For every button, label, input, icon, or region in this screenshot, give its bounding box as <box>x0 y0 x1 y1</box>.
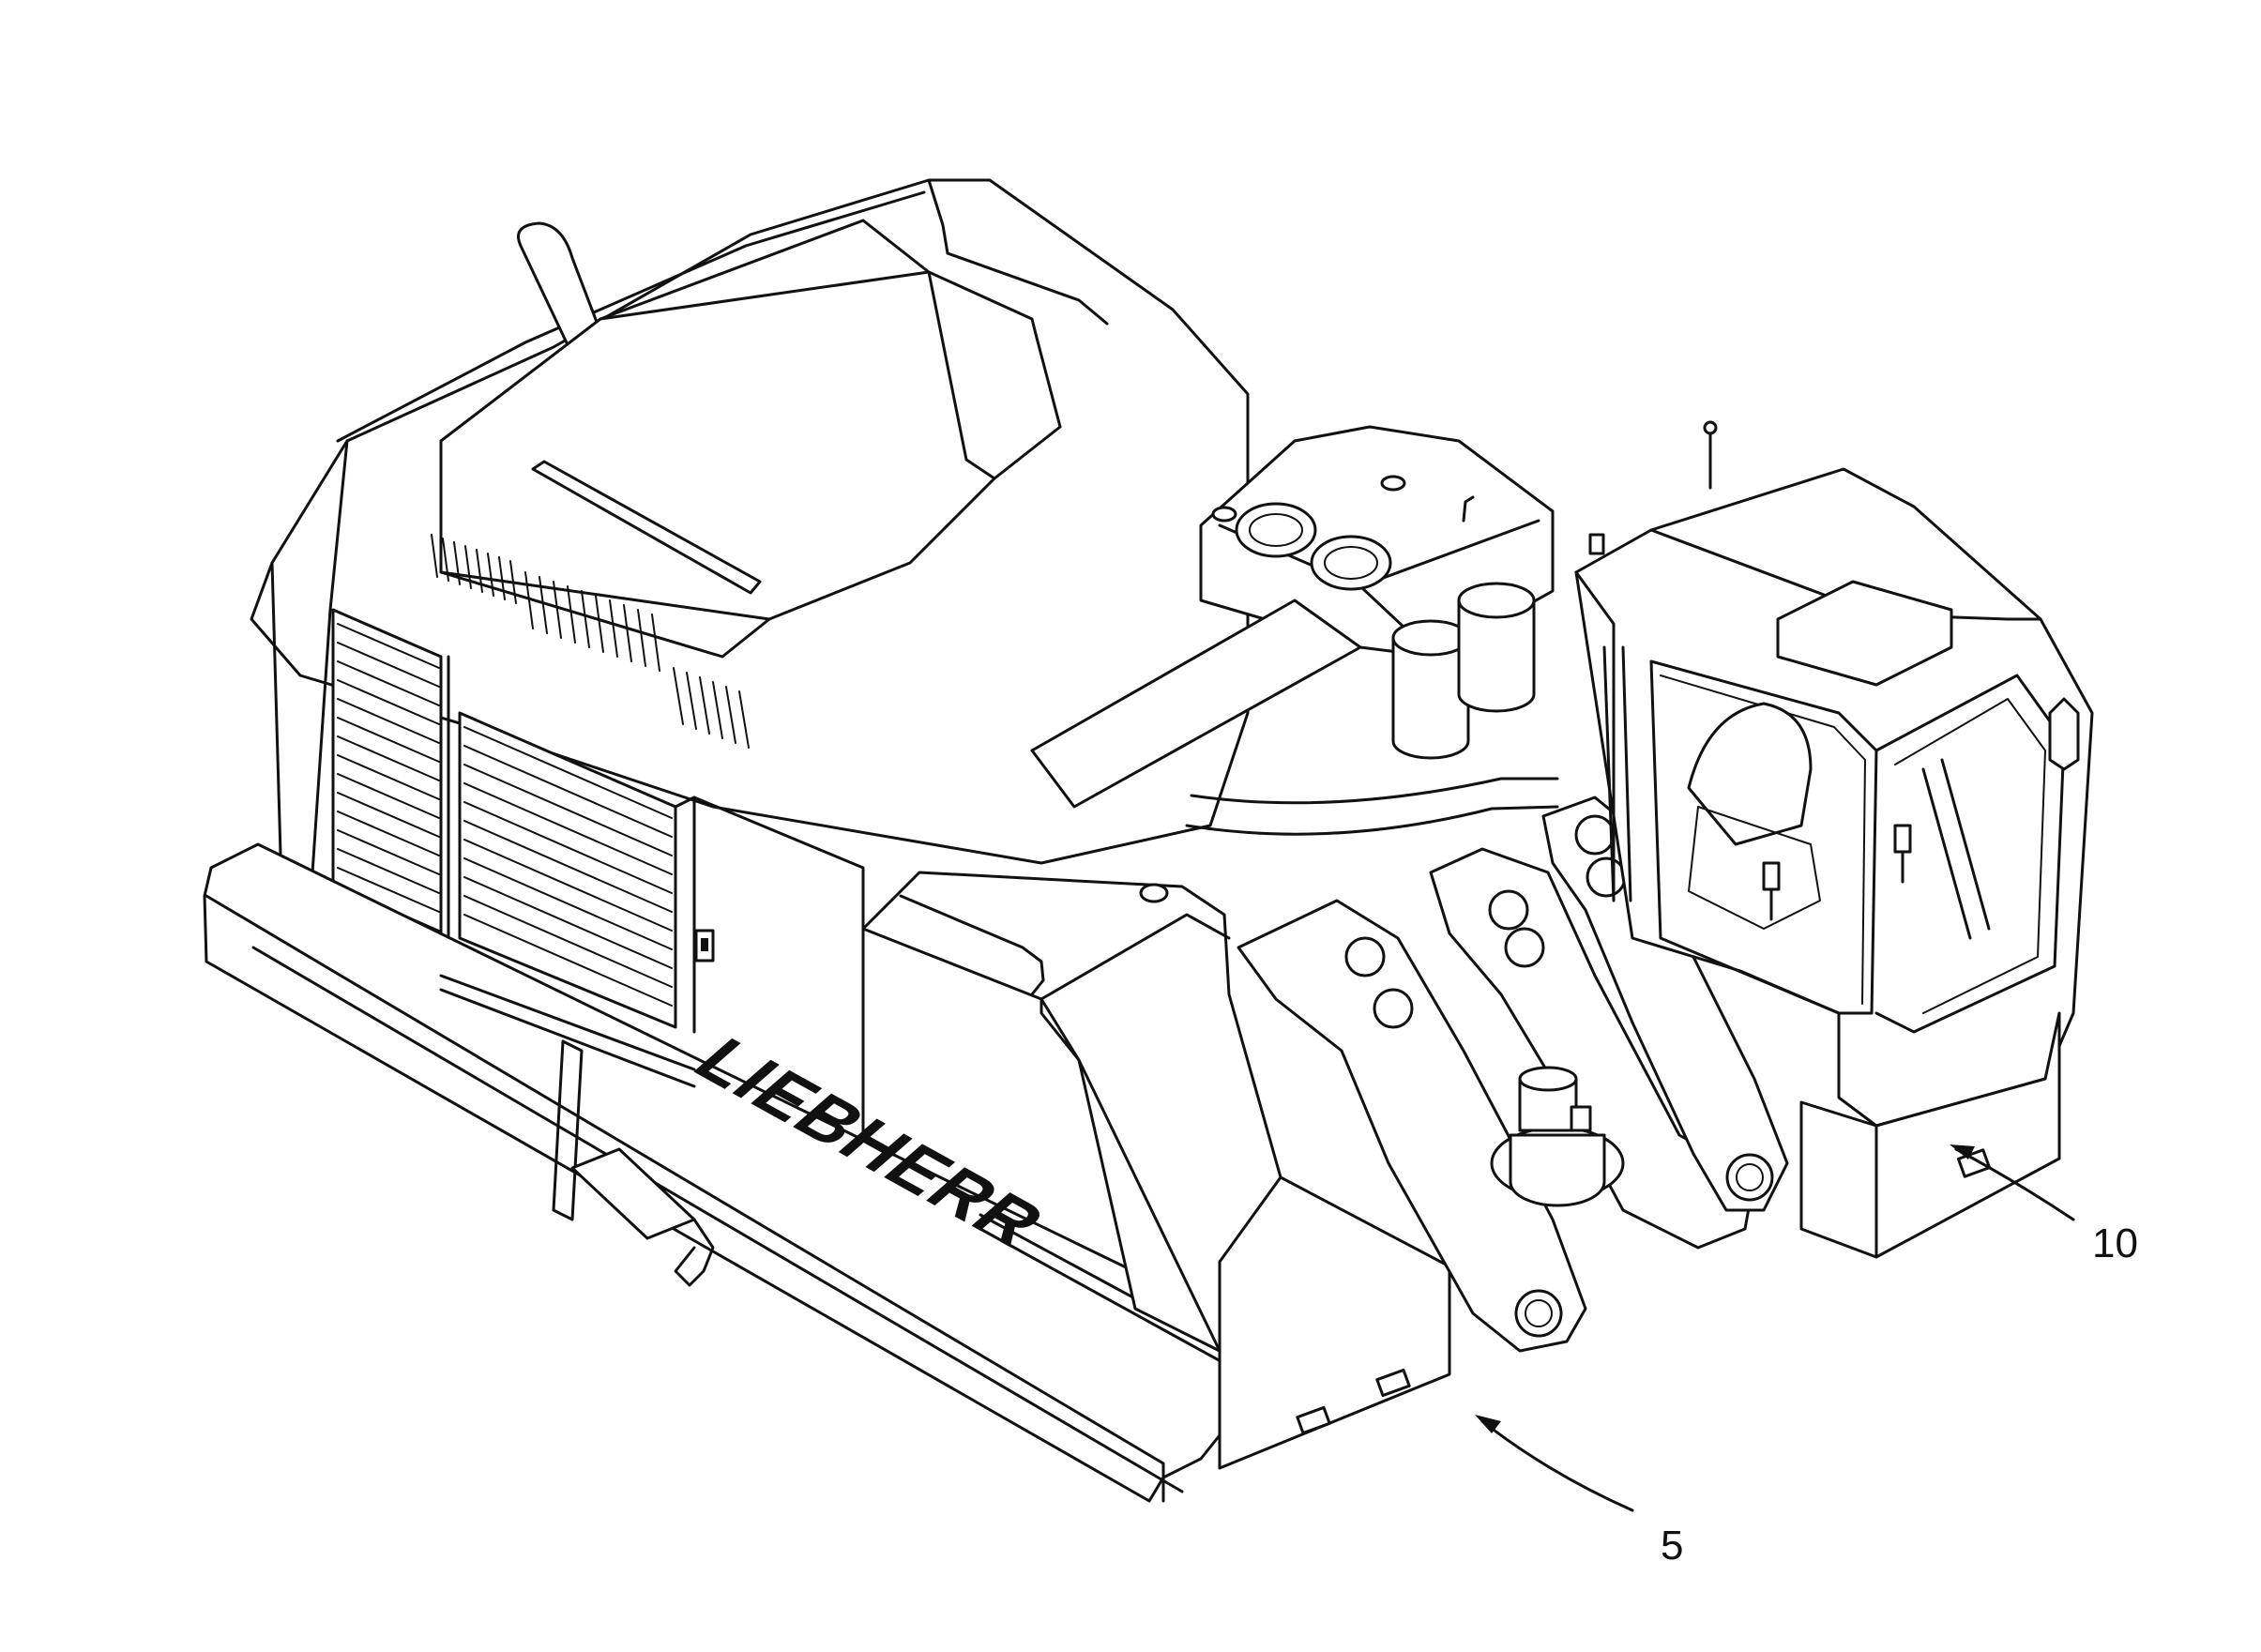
lower-deck-platform <box>203 842 1222 1503</box>
leader-line-10 <box>1950 1144 2075 1221</box>
joystick-right-icon <box>1893 758 1991 940</box>
engine-hood <box>439 219 1062 659</box>
leader-line-5 <box>1475 1415 1634 1512</box>
label-10: 10 <box>2092 1220 2138 1266</box>
operator-seat <box>1687 702 1821 930</box>
boom-mount-bracket-left <box>1237 899 1587 1353</box>
filter-canister-1-icon <box>1391 619 1470 760</box>
slew-drive-motor <box>1490 1066 1625 1207</box>
hood-vent-left <box>431 534 517 604</box>
grab-handle-rail <box>552 1039 715 1287</box>
hood-vent-center <box>524 571 660 672</box>
joystick-left-icon <box>1762 861 1781 921</box>
label-5: 5 <box>1661 1523 1683 1569</box>
side-housing-box <box>861 871 1451 1470</box>
boom-mount-bracket-middle <box>1429 847 1756 1250</box>
filter-canister-2-icon <box>1457 582 1536 713</box>
operator-cab <box>1574 420 2094 1259</box>
hood-vent-right <box>673 667 750 749</box>
filler-cap-2-icon <box>1310 535 1392 591</box>
hydraulic-lines <box>1185 777 1559 836</box>
filler-cap-1-icon <box>1235 502 1317 558</box>
breather-icon <box>1211 475 1475 523</box>
radiator-grille-right <box>458 711 677 1029</box>
door-latch-icon <box>694 929 715 962</box>
